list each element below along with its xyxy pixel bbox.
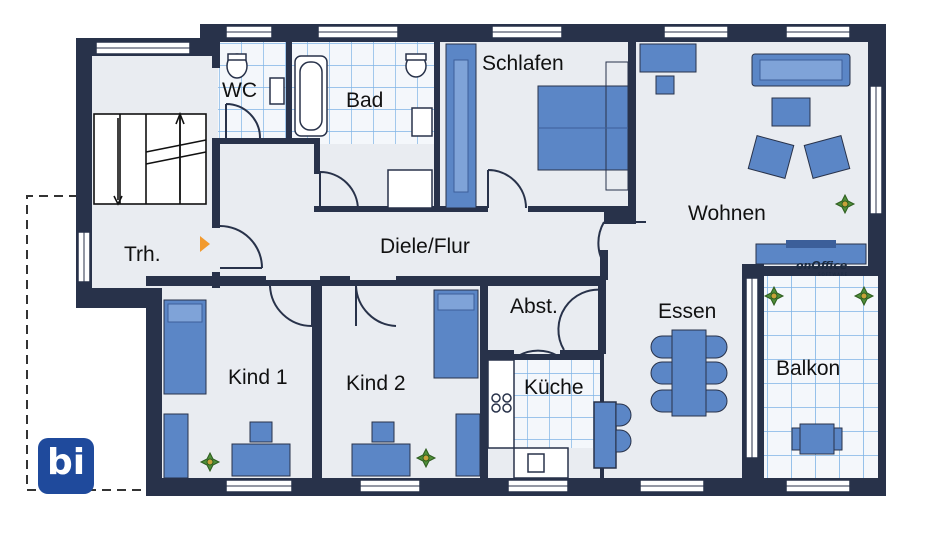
logo-letters: bi [46, 442, 86, 483]
room-label-abst: Abst. [510, 295, 558, 318]
bath-fixtures [294, 53, 433, 209]
living-furniture [639, 43, 867, 265]
kitchen-furniture [487, 359, 617, 479]
room-label-diele: Diele/Flur [380, 235, 470, 258]
floor-diele-left [218, 144, 314, 280]
plant-icons [199, 193, 875, 473]
floor-kueche-tiles [514, 360, 600, 448]
room-label-schlafen: Schlafen [482, 52, 564, 75]
brand-tagline: SOFTWARE [818, 272, 849, 277]
room-label-wohnen: Wohnen [688, 202, 766, 225]
room-label-trh: Trh. [124, 243, 161, 266]
door-openings [212, 228, 220, 272]
room-label-bad: Bad [346, 89, 384, 112]
room-label-kind1: Kind 1 [228, 366, 288, 389]
windows [77, 25, 883, 493]
room-label-kueche: Küche [524, 376, 584, 399]
logo-badge: bi [38, 438, 94, 494]
room-label-essen: Essen [658, 300, 717, 323]
entrance-arrow-icon [200, 236, 210, 252]
staircase [93, 111, 207, 206]
dining-furniture [615, 329, 728, 453]
door-swings [219, 103, 646, 357]
kind2-furniture [351, 289, 481, 477]
room-label-balkon: Balkon [776, 357, 841, 380]
brand-logo: onOffice [796, 259, 848, 272]
kind1-furniture [163, 299, 291, 479]
room-label-kind2: Kind 2 [346, 372, 406, 395]
wc-fixtures [226, 53, 285, 105]
balcony-furniture [791, 423, 843, 455]
bedroom-furniture [445, 43, 629, 209]
room-label-wc: WC [222, 79, 257, 102]
floor-abst [488, 286, 600, 354]
